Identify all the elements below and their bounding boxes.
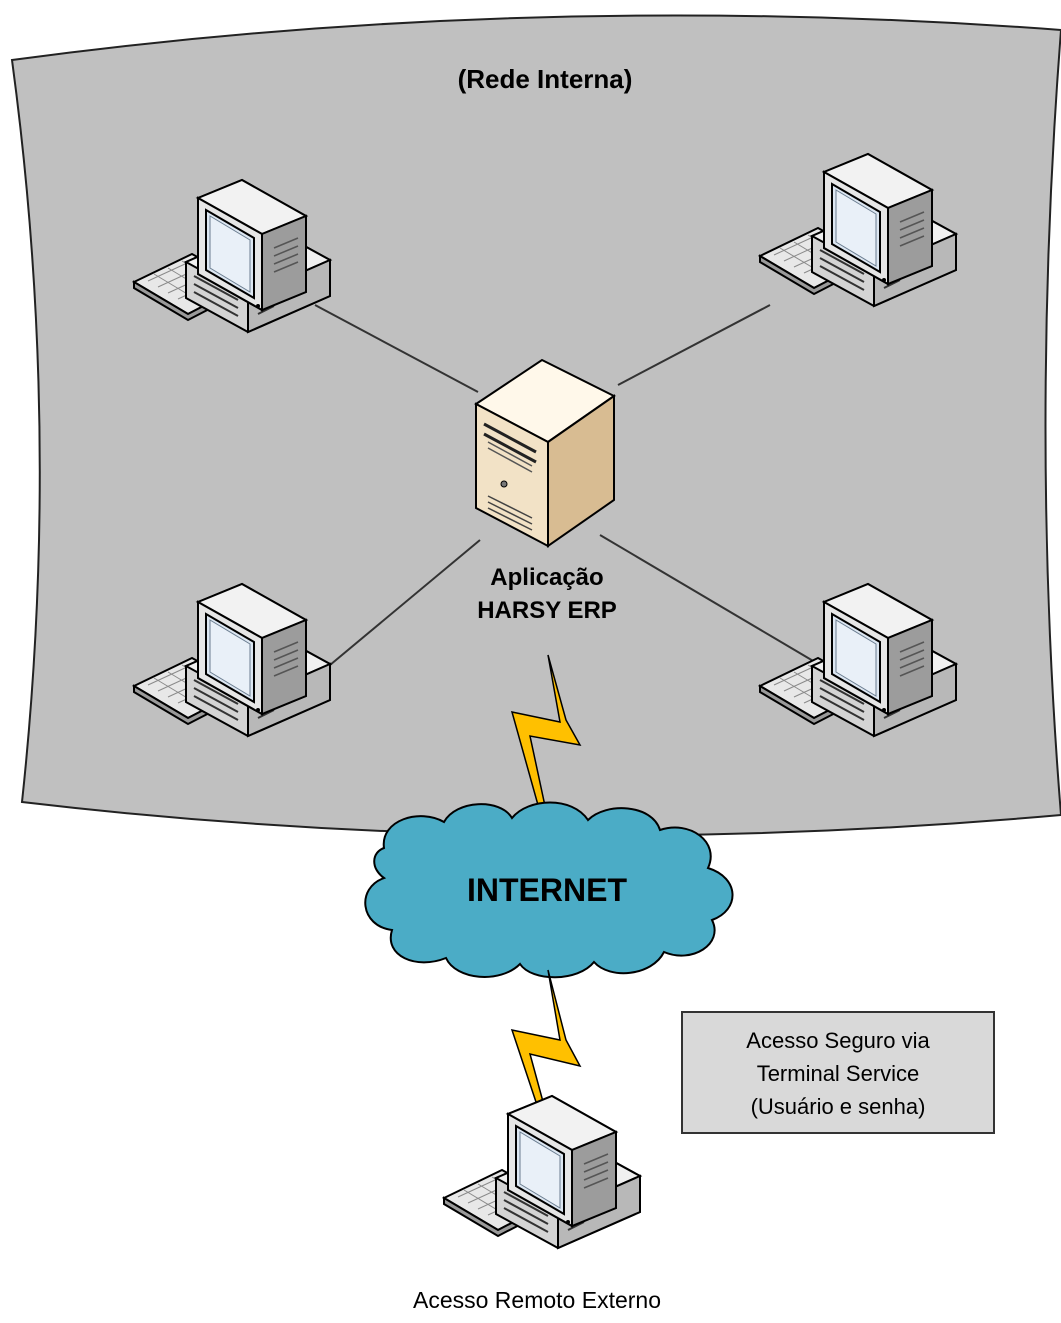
server-tower-icon bbox=[474, 358, 616, 548]
desktop-computer-icon bbox=[443, 1095, 641, 1249]
note-line-2: Terminal Service bbox=[757, 1061, 920, 1086]
server-label-line2: HARSY ERP bbox=[477, 597, 617, 624]
remote-access-label: Acesso Remoto Externo bbox=[413, 1287, 661, 1313]
link-top-left bbox=[314, 304, 479, 393]
link-bottom-left bbox=[329, 539, 481, 666]
link-bottom-right bbox=[599, 534, 821, 666]
network-links bbox=[314, 304, 821, 666]
note-line-1: Acesso Seguro via bbox=[746, 1028, 930, 1053]
internet-label: INTERNET bbox=[467, 872, 627, 908]
link-top-right bbox=[617, 304, 771, 386]
network-title: (Rede Interna) bbox=[458, 64, 633, 94]
note-line-3: (Usuário e senha) bbox=[751, 1094, 926, 1119]
secure-access-note bbox=[681, 1011, 995, 1134]
server-label-line1: Aplicação bbox=[490, 564, 603, 591]
cloud-icon bbox=[364, 801, 734, 979]
